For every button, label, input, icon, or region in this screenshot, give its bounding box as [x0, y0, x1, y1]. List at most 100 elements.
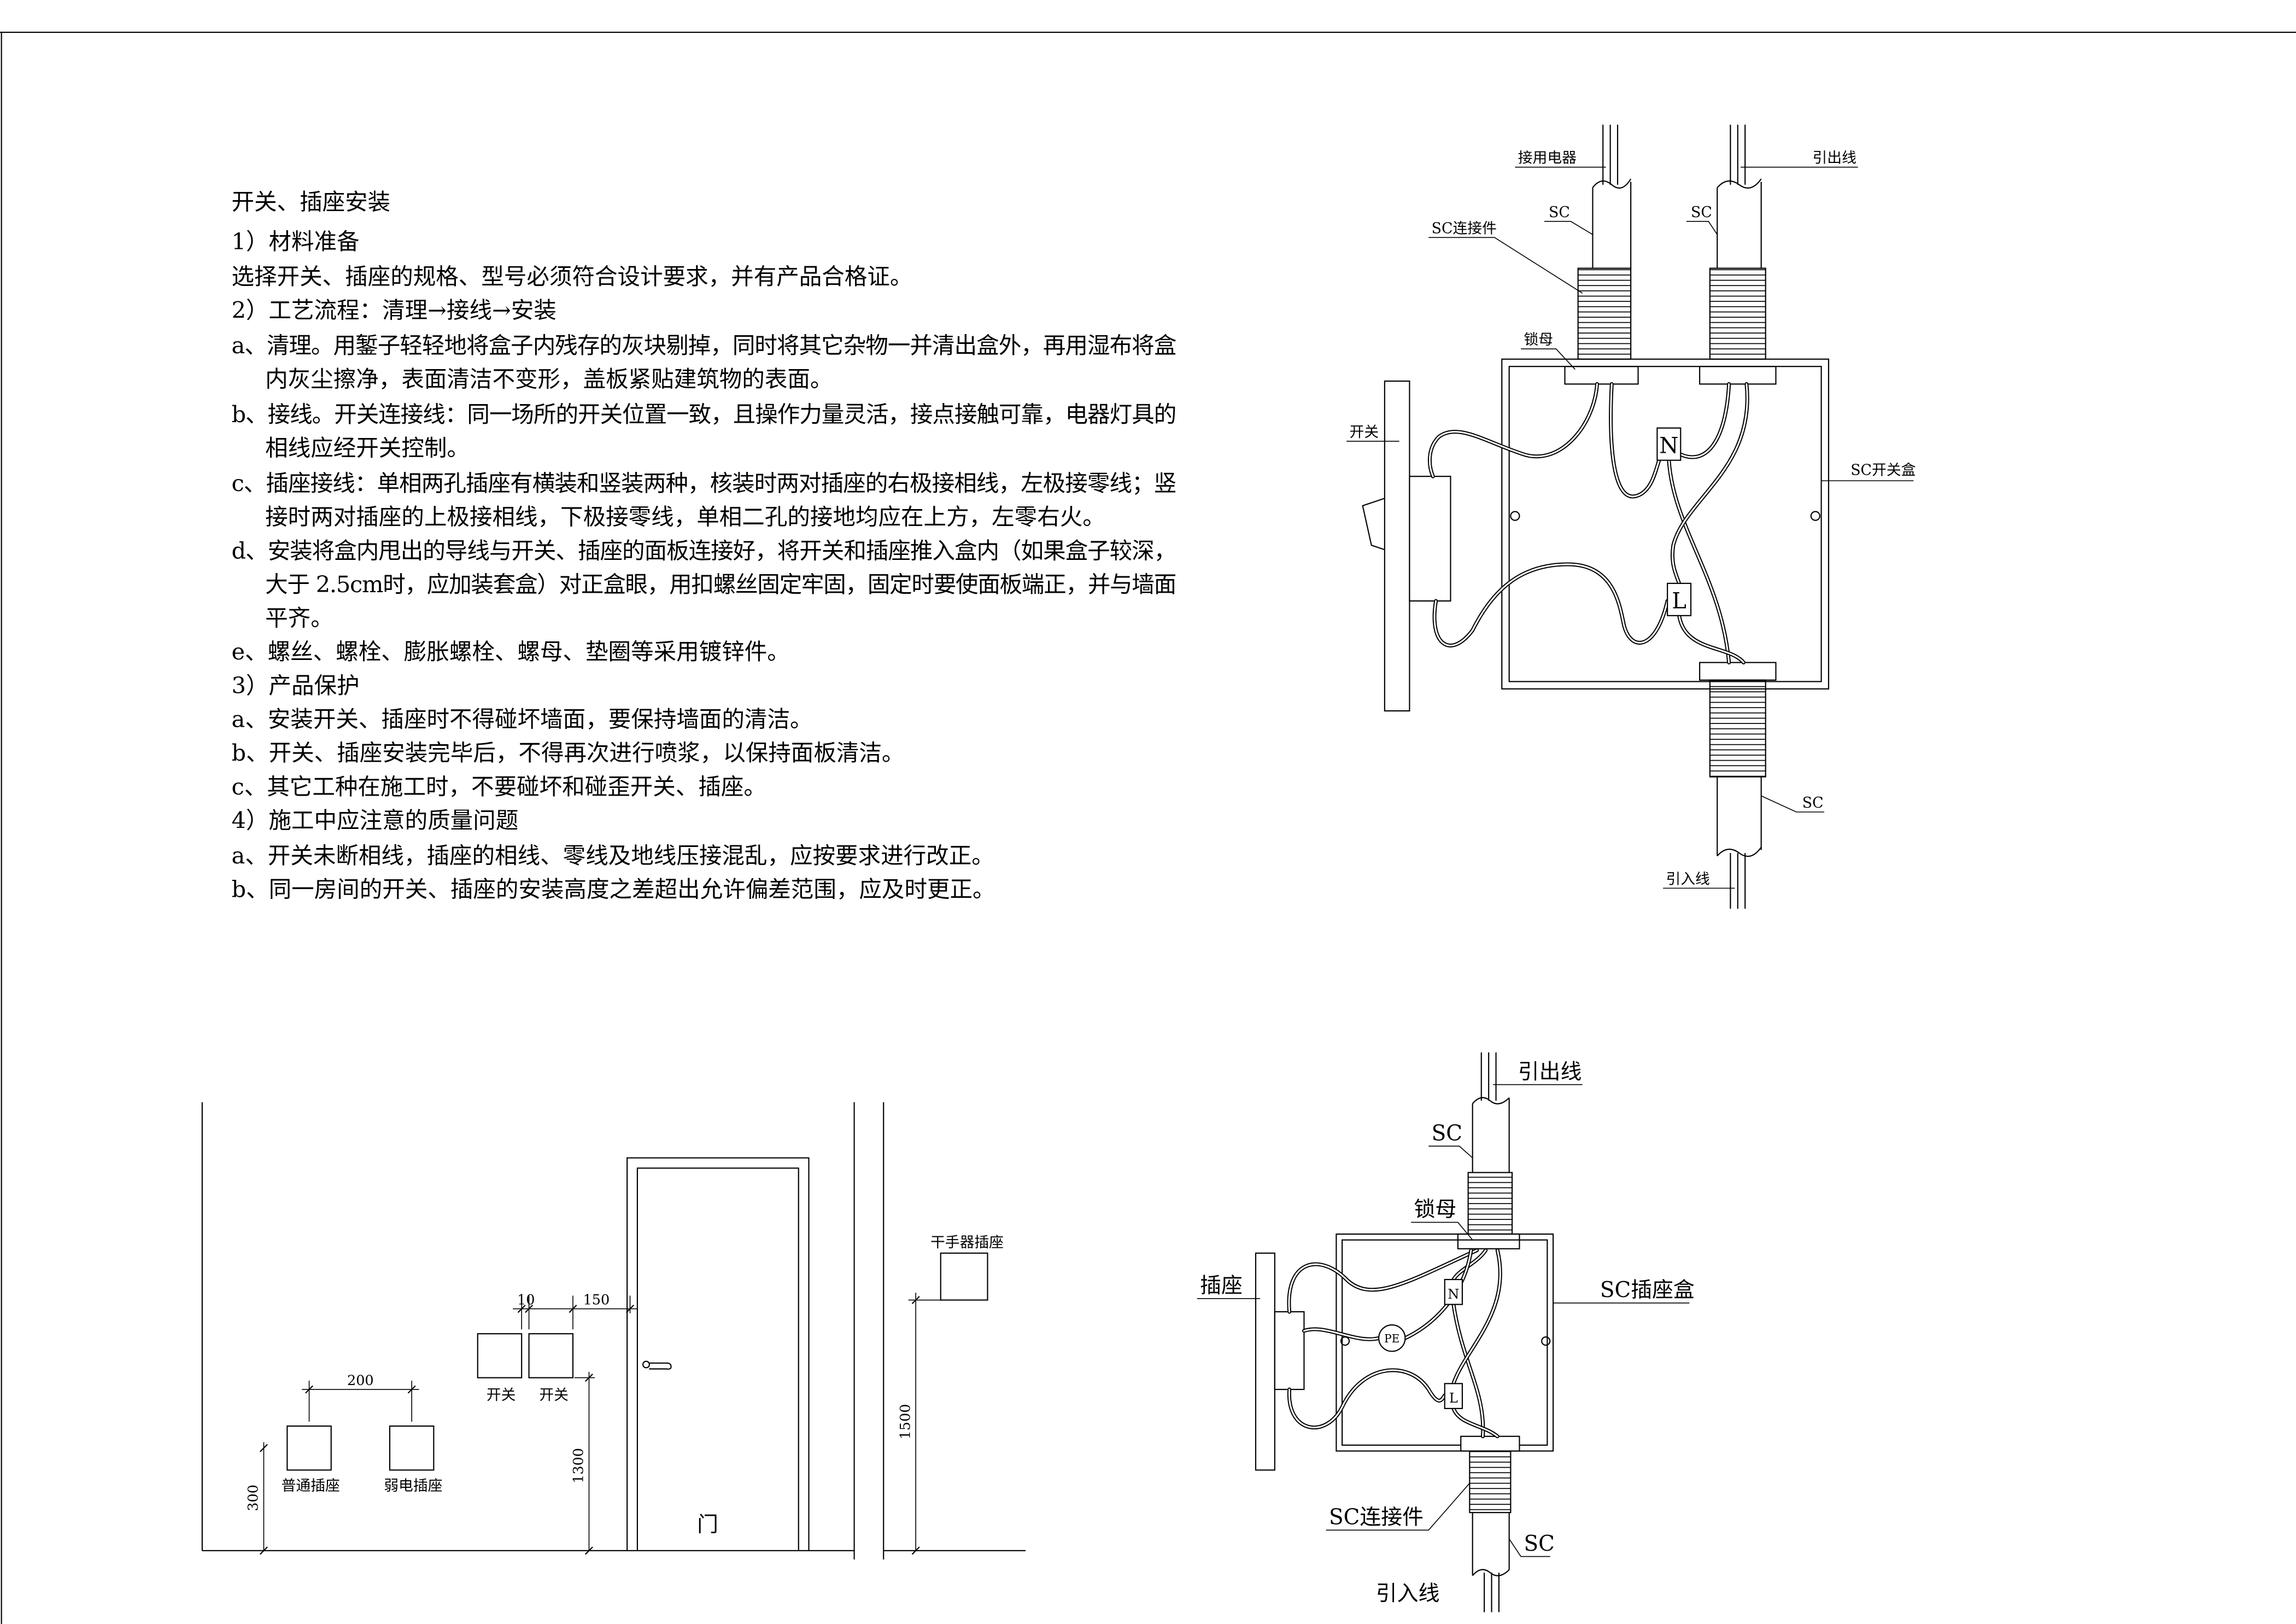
- sheet-border: [0, 32, 2296, 1624]
- notes-line: b、开关、插座安装完毕后，不得再次进行喷浆，以保持面板清洁。: [231, 739, 904, 766]
- socket-plate: [1255, 1252, 1275, 1471]
- socket-box-labels: 引出线 SC 锁母 插座 SC插座盒 SC连接件 SC 引入线: [1197, 1060, 1695, 1606]
- locknut: [1699, 662, 1777, 681]
- hand-dryer-socket-label: 干手器插座: [930, 1234, 1004, 1251]
- switch-body: [1409, 476, 1451, 602]
- installation-notes: 开关、插座安装 1）材料准备 选择开关、插座的规格、型号必须符合设计要求，并有产…: [231, 188, 1176, 902]
- dimension-tick: [569, 1305, 577, 1313]
- socket-dimensions: 200 300: [245, 1372, 419, 1555]
- terminal-pe-ring: [1378, 1324, 1406, 1352]
- dimension-tick: [585, 1374, 593, 1382]
- notes-line: d、安装将盒内甩出的导线与开关、插座的面板连接好，将开关和插座推入盒内（如果盒子…: [231, 537, 1176, 564]
- sc-connector: [1467, 1172, 1513, 1235]
- walls: [201, 1102, 1026, 1559]
- leader-line: [1428, 1146, 1473, 1159]
- switch-label: 开关: [487, 1387, 516, 1404]
- leader-line: [1326, 1483, 1470, 1531]
- dim-150-label: 150: [583, 1292, 610, 1308]
- notes-line: c、插座接线：单相两孔插座有横装和竖装两种，核装时两对插座的右极接相线，左极接零…: [231, 470, 1176, 496]
- dimension-tick: [585, 1546, 593, 1555]
- notes-line: 选择开关、插座的规格、型号必须符合设计要求，并有产品合格证。: [231, 263, 912, 290]
- terminal-l-label: L: [1449, 1391, 1458, 1406]
- label-inlet-wire: 引入线: [1666, 871, 1709, 887]
- label-sc-left: SC: [1549, 204, 1570, 221]
- door-handle-rose: [642, 1360, 650, 1369]
- wire: [1433, 563, 1668, 647]
- door-frame-outer: [626, 1157, 810, 1551]
- terminal-pe-label: PE: [1384, 1332, 1399, 1345]
- wire: [1678, 615, 1745, 664]
- wire: [1430, 384, 1597, 476]
- terminal-l: L: [1667, 582, 1692, 616]
- notes-line: b、接线。开关连接线：同一场所的开关位置一致，且操作力量灵活，接点接触可靠，电器…: [231, 401, 1176, 428]
- hand-dryer-socket: 干手器插座 1500: [897, 1234, 1004, 1555]
- dimension-tick: [626, 1305, 634, 1313]
- terminal-l-block: [1444, 1383, 1463, 1409]
- notes-line: e、螺丝、螺栓、膨胀螺栓、螺母、垫圈等采用镀锌件。: [231, 638, 789, 665]
- notes-line: 3）产品保护: [231, 672, 359, 699]
- label-sc-bottom: SC: [1802, 795, 1824, 811]
- terminal-n-label: N: [1448, 1287, 1459, 1302]
- normal-socket-symbol: [286, 1425, 332, 1471]
- conduit-bottom: [1699, 662, 1777, 909]
- notes-line: b、同一房间的开关、插座的安装高度之差超出允许偏差范围，应及时更正。: [231, 875, 995, 902]
- switch-device: [1362, 380, 1451, 712]
- wire: [1680, 384, 1729, 457]
- switch-box: [1501, 358, 1830, 690]
- switch-box-labels: 接用电器 引出线 SC SC SC连接件 锁母 开关 SC开关盒 SC 引入线: [1346, 150, 1916, 889]
- wire: [1669, 460, 1729, 663]
- switch-box-wires: [1430, 384, 1747, 662]
- terminal-pe: PE: [1378, 1324, 1406, 1352]
- switch-symbol: [477, 1333, 523, 1378]
- dim-1300-label: 1300: [571, 1448, 587, 1483]
- door-handle-lever: [649, 1362, 672, 1370]
- leader-line: [1521, 348, 1575, 370]
- locknut: [1699, 366, 1777, 385]
- wire: [1452, 1407, 1498, 1438]
- terminal-n: N: [1656, 427, 1682, 461]
- label-sc-right: SC: [1691, 204, 1712, 221]
- dim-200-label: 200: [347, 1372, 374, 1389]
- switch-plate: [1384, 380, 1410, 712]
- label-outlet-wire: 引出线: [1518, 1060, 1582, 1084]
- weak-current-socket-symbol: [389, 1425, 435, 1471]
- conduit-top-left: [1564, 124, 1639, 385]
- dimension-tick: [517, 1305, 526, 1313]
- label-outlet-wire: 引出线: [1813, 150, 1856, 167]
- wire: [1610, 383, 1661, 498]
- label-socket: 插座: [1200, 1274, 1243, 1298]
- wire: [1671, 383, 1748, 585]
- notes-line: 4）施工中应注意的质量问题: [231, 807, 518, 833]
- dimension-tick: [259, 1444, 268, 1452]
- notes-line: a、开关未断相线，插座的相线、零线及地线压接混乱，应按要求进行改正。: [231, 842, 994, 869]
- screw-hole: [1510, 511, 1520, 521]
- terminal-n-label: N: [1659, 433, 1678, 458]
- switch-symbol: [528, 1333, 574, 1378]
- dim-300-label: 300: [245, 1485, 262, 1511]
- label-sc-connector: SC连接件: [1432, 220, 1497, 237]
- terminal-n: N: [1444, 1278, 1463, 1305]
- notes-line: 平齐。: [265, 605, 333, 632]
- switch-lever: [1362, 498, 1385, 551]
- conduit-top-right: [1699, 124, 1777, 385]
- switch-box-diagram: N L 接用电器 引出线 SC SC SC连接件 锁母 开关 SC开关盒 SC: [1346, 124, 1916, 909]
- leader-line: [1509, 1538, 1550, 1557]
- weak-current-socket-label: 弱电插座: [384, 1477, 442, 1494]
- sc-connector: [1709, 679, 1766, 778]
- leader-line: [1544, 221, 1593, 235]
- label-locknut: 锁母: [1414, 1197, 1456, 1222]
- wire: [1289, 1370, 1444, 1428]
- pipe-break: [1472, 1097, 1510, 1105]
- socket-symbols: 普通插座 弱电插座: [282, 1425, 442, 1494]
- dimension-tick: [259, 1546, 268, 1555]
- door-label: 门: [697, 1512, 718, 1537]
- sc-connector: [1709, 267, 1766, 360]
- screw-hole: [1810, 511, 1820, 521]
- notes-title: 开关、插座安装: [231, 188, 390, 215]
- socket-box-diagram: N PE L 引出线 SC 锁母 插座 SC插座盒 SC连接件 SC 引入线: [1197, 1052, 1695, 1613]
- box-inner: [1342, 1239, 1548, 1446]
- door: 门: [626, 1157, 810, 1551]
- terminal-n-block: [1656, 427, 1682, 461]
- label-locknut: 锁母: [1524, 331, 1553, 348]
